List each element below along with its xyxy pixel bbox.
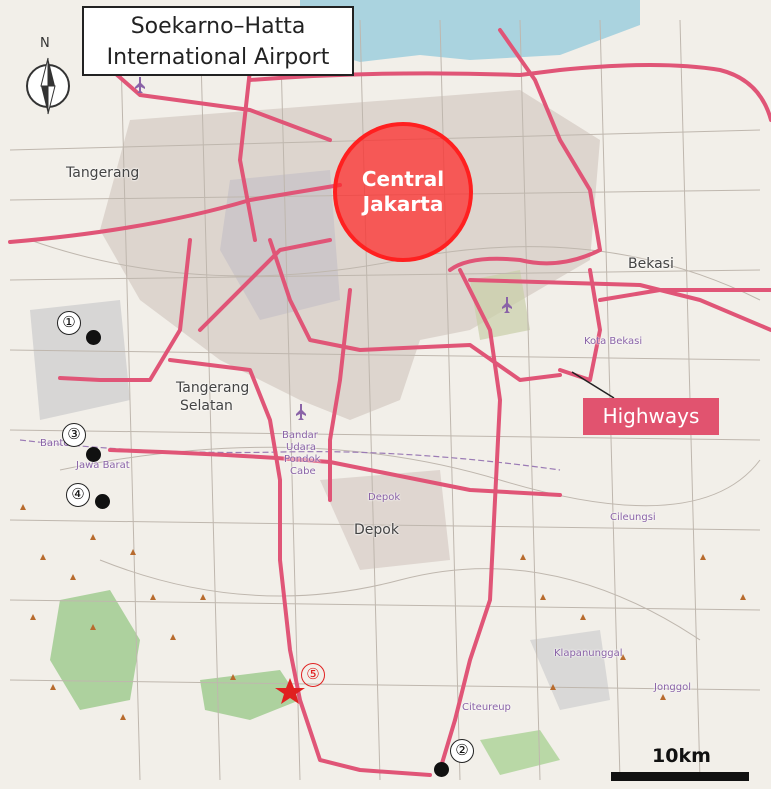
place-bekasi: Bekasi [628,256,674,272]
marker-3-dot[interactable] [86,447,101,462]
place-depok: Depok [354,522,399,538]
place-udara: Udara [286,442,317,453]
place-tangerang-selatan-line1: Tangerang [176,380,250,396]
urban-area-depok [320,470,450,570]
scale-label: 10km [652,745,711,767]
urban-area-jakarta [100,90,600,420]
place-klapanunggal: Klapanunggal [554,648,623,659]
marker-2-label: ② [450,739,474,763]
place-citeureup: Citeureup [462,702,511,713]
place-kota-bekasi: Kota Bekasi [584,336,643,347]
quarry-area [530,630,610,710]
star-icon[interactable] [275,678,305,704]
central-jakarta-circle[interactable]: Central Jakarta [333,122,473,262]
sea [300,0,640,62]
place-depok-small: Depok [368,492,401,503]
highways-label: Highways [583,398,719,435]
place-jonggol: Jonggol [654,682,691,693]
marker-1-dot[interactable] [86,330,101,345]
place-bandar: Bandar [282,430,318,441]
airport-callout-line2: International Airport [106,45,330,70]
province-border [19,439,561,471]
airport-callout: Soekarno–Hatta International Airport [82,6,354,76]
urban-area-tangerang-south [30,300,130,420]
place-jawa-barat: Jawa Barat [76,460,130,471]
place-banten: Banten [40,438,76,449]
marker-5-label: ⑤ [301,663,325,687]
compass-icon [26,57,70,115]
place-tangerang-selatan-line2: Selatan [180,398,233,414]
forest-area-3 [480,730,560,775]
central-jakarta-line2: Jakarta [362,192,444,216]
peak-markers [20,504,746,720]
central-jakarta-line1: Central [361,167,445,191]
marker-4-dot[interactable] [95,494,110,509]
scale-bar [611,772,749,781]
place-cileungsi: Cileungsi [610,512,656,523]
compass-north-label: N [40,36,50,51]
airport-icon [135,77,512,420]
place-cabe: Cabe [290,466,316,477]
marker-1-label: ① [57,311,81,335]
forest-area-1 [50,590,140,710]
place-pondok: Pondok [284,454,321,465]
place-tangerang: Tangerang [66,165,140,181]
marker-2-dot[interactable] [434,762,449,777]
marker-3-label: ③ [62,423,86,447]
marker-4-label: ④ [66,483,90,507]
highways [8,28,771,777]
airport-callout-line1: Soekarno–Hatta [130,14,306,39]
